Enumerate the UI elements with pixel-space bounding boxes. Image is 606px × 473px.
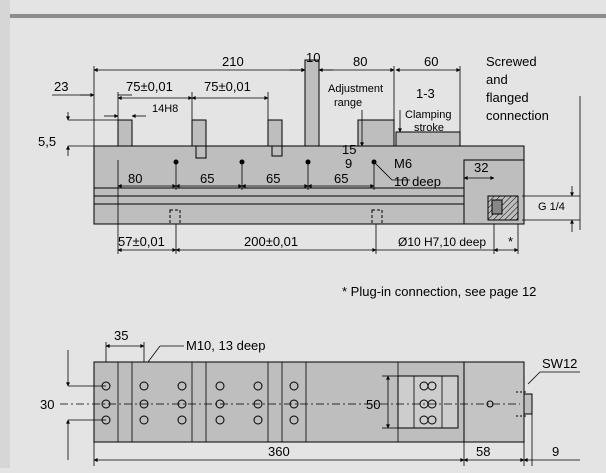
vise-body — [93, 145, 525, 189]
adjustment-label-1: Adjustment — [328, 83, 383, 95]
plan-holes — [101, 381, 494, 425]
dim-32: 32 — [474, 160, 488, 175]
sw12-label: SW12 — [542, 356, 577, 371]
body-notch-1 — [195, 146, 207, 159]
screwed-label-2: and — [486, 72, 508, 87]
body-notch-2 — [271, 146, 283, 157]
plan-cylinder — [463, 361, 525, 443]
jaw-2 — [191, 119, 207, 147]
dim-65-c: 65 — [334, 171, 348, 186]
vise-base — [93, 187, 465, 225]
dim-75-b: 75±0,01 — [204, 79, 251, 94]
plan-dashes — [516, 391, 526, 417]
plan-view — [93, 361, 533, 443]
dim-58: 58 — [476, 444, 490, 459]
clamping-label-2: stroke — [414, 122, 444, 134]
port-fitting — [491, 199, 503, 215]
screwed-label-4: connection — [486, 108, 549, 123]
jaw-block — [357, 119, 395, 147]
screwed-label-1: Screwed — [486, 54, 537, 69]
jaw-slide — [304, 59, 320, 147]
plan-nut — [523, 393, 533, 415]
dim-1-3: 1-3 — [416, 86, 435, 101]
jaw-clamp — [395, 131, 461, 147]
plan-body — [93, 361, 525, 443]
dim-65-a: 65 — [200, 171, 214, 186]
dim-60: 60 — [424, 54, 438, 69]
dim-5-5: 5,5 — [38, 134, 56, 149]
front-view — [93, 59, 525, 225]
dim-9: 9 — [345, 156, 352, 171]
m6-label: M6 — [394, 156, 412, 171]
plan-dim-texts: 35 M10, 13 deep 30 50 SW12 360 58 9 — [40, 328, 577, 459]
top-rule — [0, 14, 606, 18]
left-margin — [0, 0, 10, 468]
bore-label: Ø10 H7,10 deep — [398, 235, 486, 249]
top-dim-texts: 210 10 80 60 23 75±0,01 75±0,01 14H8 5,5… — [38, 50, 565, 249]
dim-65-b: 65 — [266, 171, 280, 186]
dashed-bores — [169, 209, 383, 225]
clamping-label-1: Clamping — [405, 109, 451, 121]
dim-80-bottom: 80 — [128, 171, 142, 186]
adjustment-label-2: range — [334, 97, 362, 109]
dim-30: 30 — [40, 397, 54, 412]
dim-200: 200±0,01 — [244, 234, 298, 249]
top-dim-lines — [52, 66, 581, 254]
g14-label: G 1/4 — [538, 201, 565, 213]
dim-9-bottom: 9 — [552, 444, 559, 459]
plug-in-note: * Plug-in connection, see page 12 — [342, 284, 536, 299]
dim-360: 360 — [268, 444, 290, 459]
dim-14h8: 14H8 — [152, 103, 178, 115]
screwed-label-3: flanged — [486, 90, 529, 105]
star-mark: * — [508, 234, 513, 249]
plan-slots — [117, 362, 443, 442]
m10-label: M10, 13 deep — [186, 338, 266, 353]
dim-15: 15 — [342, 142, 356, 157]
dim-23: 23 — [54, 79, 68, 94]
dim-80: 80 — [353, 54, 367, 69]
plan-dim-lines — [60, 342, 580, 466]
dim-75-a: 75±0,01 — [126, 79, 173, 94]
dim-50: 50 — [366, 397, 380, 412]
jaw-3 — [267, 119, 283, 147]
deep-10-label: 10 deep — [394, 174, 441, 189]
dim-210: 210 — [222, 54, 244, 69]
dim-57: 57±0,01 — [118, 234, 165, 249]
jaw-1 — [117, 119, 133, 147]
dim-10: 10 — [306, 50, 320, 65]
dim-35: 35 — [114, 328, 128, 343]
